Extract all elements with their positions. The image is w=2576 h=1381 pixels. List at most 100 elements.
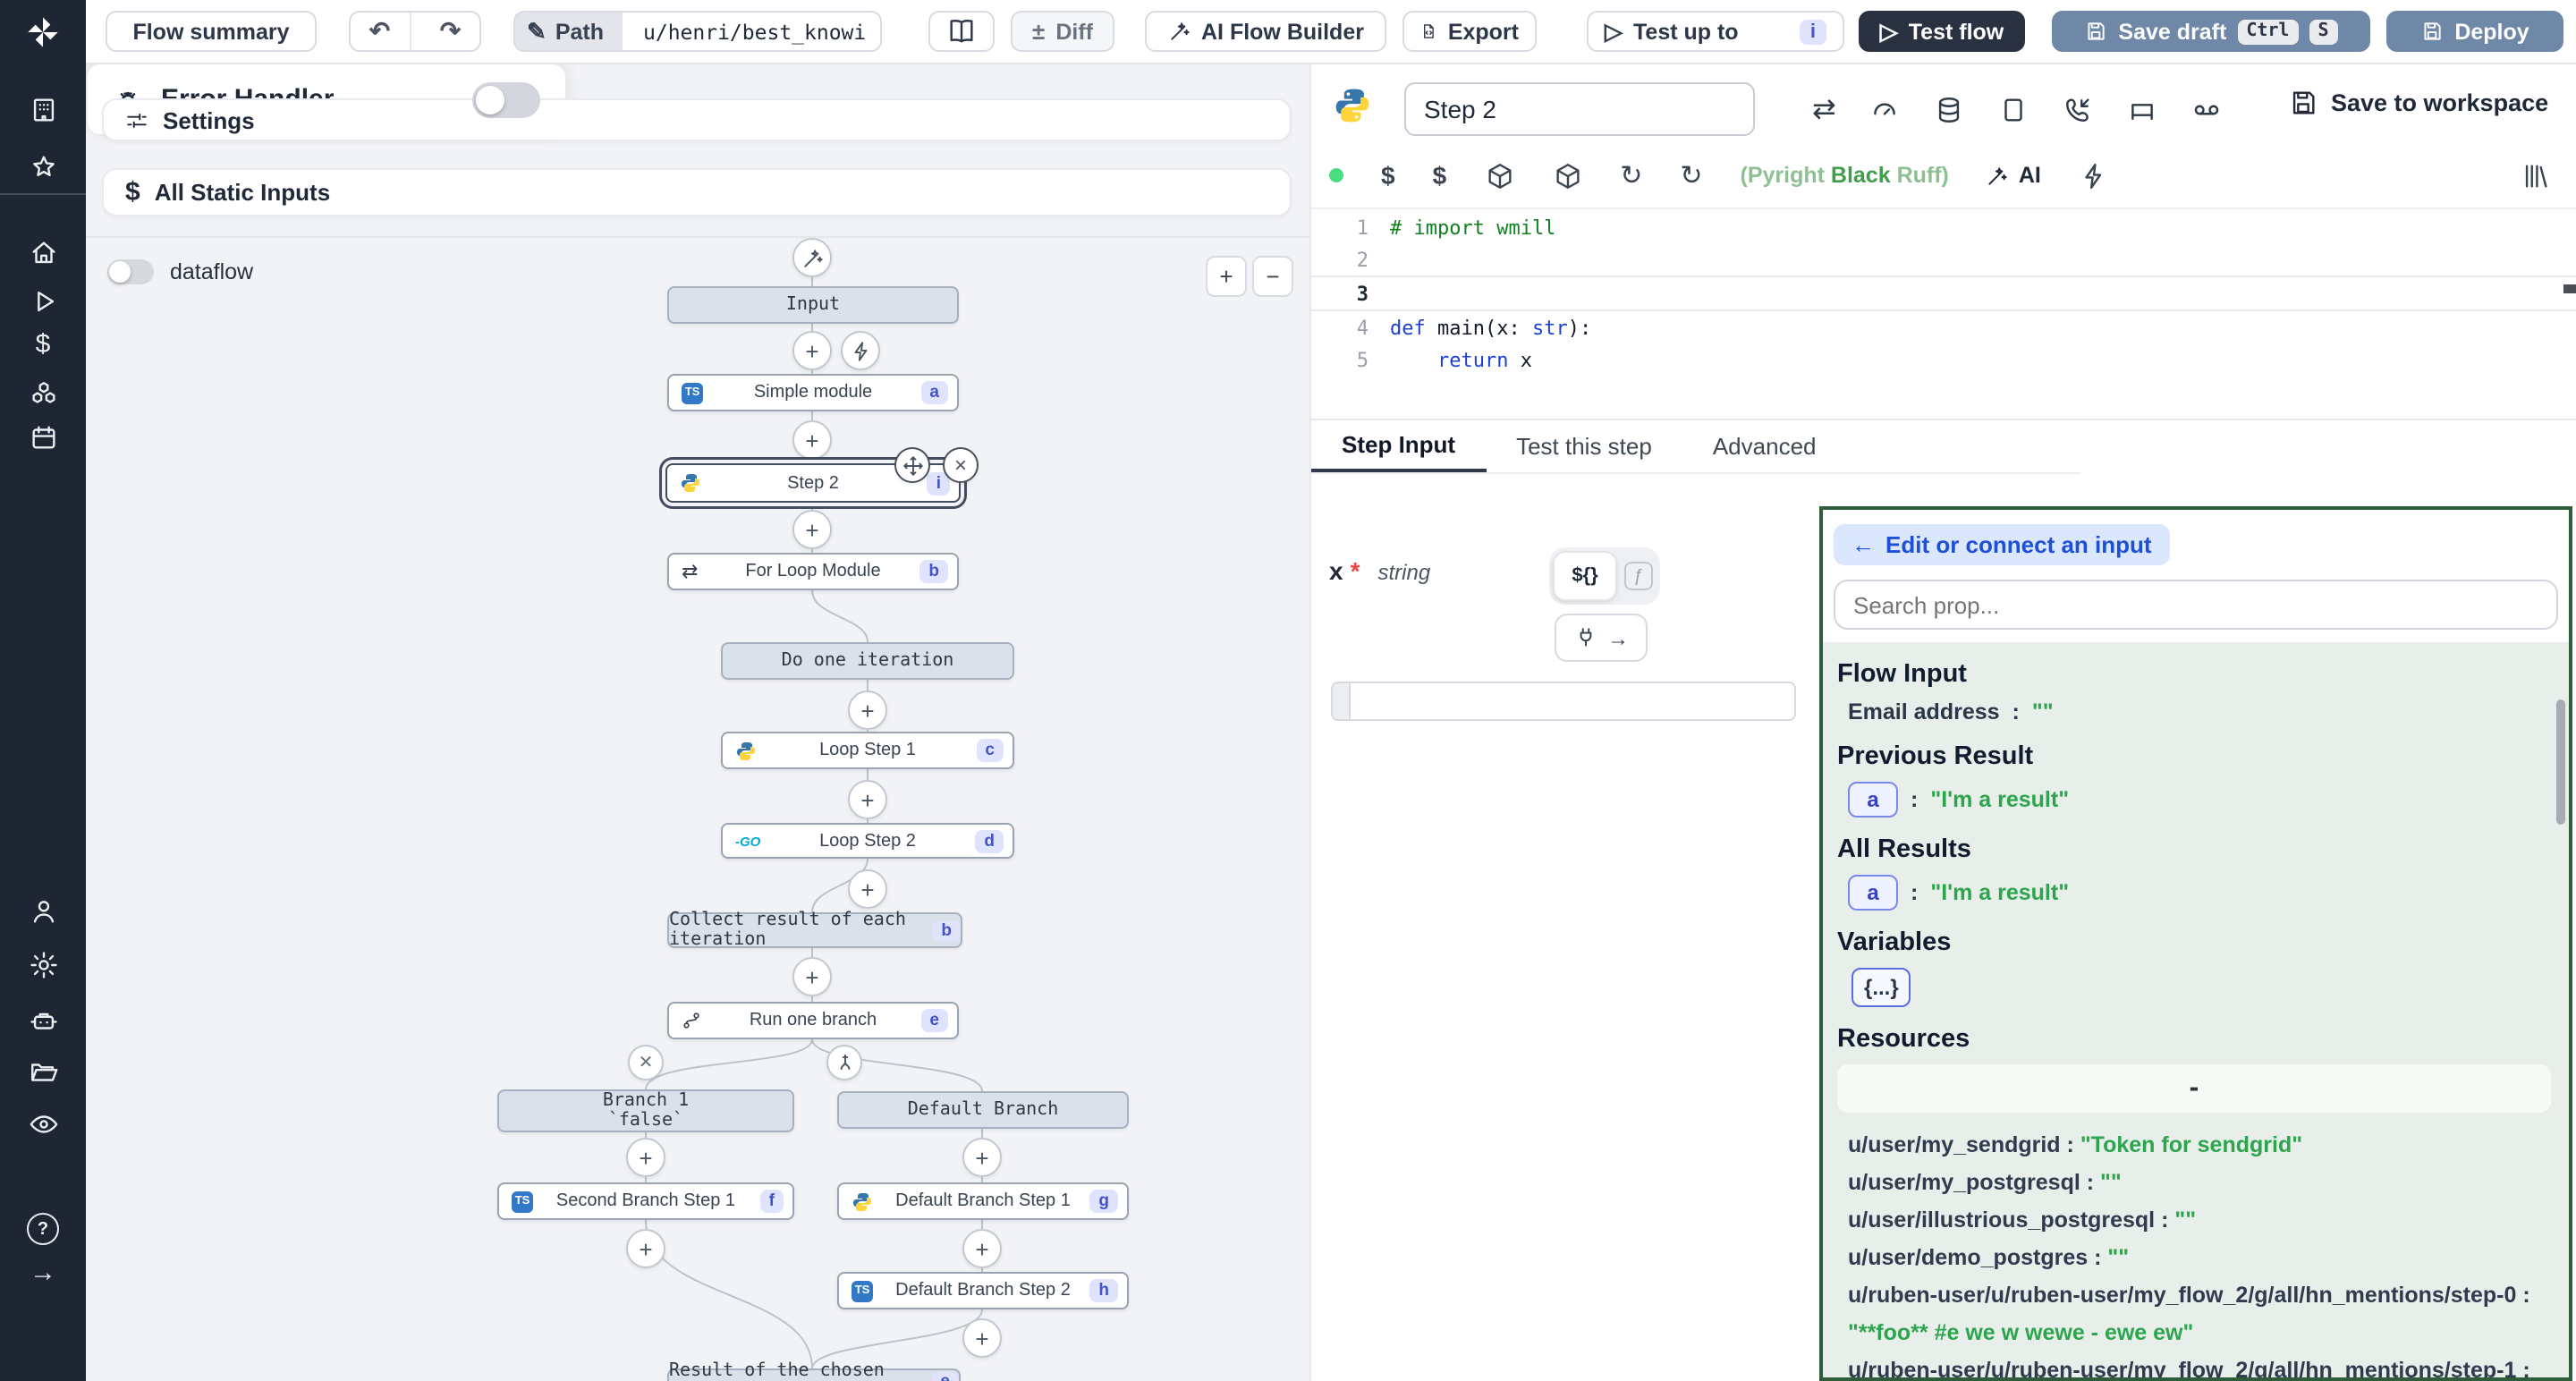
- zoom-out-button[interactable]: −: [1252, 256, 1293, 297]
- insert-step-button[interactable]: +: [962, 1229, 1002, 1268]
- input-drag-handle[interactable]: [1333, 683, 1351, 719]
- insert-step-button[interactable]: +: [962, 1318, 1002, 1358]
- insert-step-button[interactable]: +: [848, 690, 887, 730]
- flow-node-do-one-iteration[interactable]: Do one iteration: [721, 642, 1014, 680]
- insert-step-button[interactable]: +: [626, 1229, 665, 1268]
- insert-step-button[interactable]: +: [962, 1138, 1002, 1177]
- package-icon[interactable]: [1484, 160, 1514, 191]
- flow-node-default-branch[interactable]: Default Branch: [837, 1091, 1129, 1129]
- sidebar-item-variables[interactable]: $: [35, 328, 51, 359]
- undo-button[interactable]: ↶: [351, 13, 411, 50]
- resource-picker-icon[interactable]: $: [1432, 161, 1447, 190]
- prop-picker-scrollbar[interactable]: [2556, 699, 2565, 825]
- resource-row[interactable]: u/ruben-user/u/ruben-user/my_flow_2/g/al…: [1848, 1283, 2530, 1345]
- redo-button[interactable]: ↷: [439, 16, 462, 45]
- deploy-button[interactable]: Deploy: [2386, 11, 2563, 52]
- insert-step-button[interactable]: +: [792, 331, 832, 370]
- save-draft-button[interactable]: Save draft Ctrl S: [2052, 11, 2370, 52]
- sidebar-item-runs[interactable]: [25, 283, 61, 318]
- mobile-icon[interactable]: [1999, 94, 2029, 124]
- code-line[interactable]: 1# import wmill: [1311, 211, 2576, 243]
- step-name-input[interactable]: [1404, 82, 1755, 136]
- sidebar-item-user[interactable]: [25, 893, 61, 928]
- path-input[interactable]: [632, 19, 880, 44]
- variable-picker-icon[interactable]: $: [1381, 161, 1395, 190]
- variables-row[interactable]: {...}: [1848, 968, 2569, 1007]
- resource-row[interactable]: u/user/demo_postgres : "": [1848, 1245, 2130, 1270]
- insert-step-button[interactable]: +: [792, 420, 832, 460]
- zoom-in-button[interactable]: +: [1206, 256, 1247, 297]
- sidebar-item-workers[interactable]: [25, 1002, 61, 1038]
- flow-summary-button[interactable]: Flow summary: [106, 11, 317, 52]
- sidebar-item-help[interactable]: ?: [25, 1211, 61, 1247]
- sidebar-expand-icon[interactable]: →: [30, 1257, 56, 1287]
- flow-input-row[interactable]: Email address:"": [1848, 699, 2054, 724]
- settings-bar[interactable]: Settings: [102, 98, 1292, 141]
- connect-input-button[interactable]: →: [1555, 614, 1648, 662]
- move-step-button[interactable]: [894, 447, 930, 483]
- previous-result-row[interactable]: a:"I'm a result": [1848, 782, 2569, 818]
- sidebar-item-favorites[interactable]: [25, 148, 61, 184]
- insert-step-button[interactable]: +: [626, 1138, 665, 1177]
- code-line[interactable]: 3: [1311, 275, 2576, 311]
- gauge-icon[interactable]: [1870, 94, 1901, 124]
- database-icon[interactable]: [1935, 94, 1965, 124]
- sidebar-item-folders[interactable]: [25, 1054, 61, 1089]
- phone-incoming-icon[interactable]: [2063, 94, 2094, 124]
- dataflow-toggle[interactable]: [107, 259, 154, 284]
- swap-icon[interactable]: ⇄: [1812, 95, 1836, 125]
- error-handler-toggle[interactable]: [472, 81, 540, 117]
- reload-icon[interactable]: ↻: [1620, 161, 1643, 191]
- branch-condition-icon[interactable]: ✕: [628, 1045, 664, 1080]
- test-flow-button[interactable]: ▷Test flow: [1859, 11, 2025, 52]
- save-to-workspace-button[interactable]: Save to workspace: [2288, 88, 2548, 118]
- resource-row[interactable]: u/user/my_sendgrid : "Token for sendgrid…: [1848, 1132, 2303, 1157]
- resources-filter[interactable]: -: [1837, 1064, 2551, 1113]
- insert-step-button[interactable]: +: [792, 510, 832, 549]
- lightning-icon[interactable]: [2079, 160, 2109, 191]
- windmill-logo[interactable]: [0, 0, 86, 63]
- library-icon[interactable]: [2521, 161, 2551, 191]
- insert-step-button[interactable]: +: [848, 780, 887, 819]
- export-button[interactable]: Export: [1402, 11, 1537, 52]
- assistant-status[interactable]: (Pyright Black Ruff): [1740, 163, 1949, 188]
- docs-button[interactable]: [928, 11, 995, 52]
- sidebar-item-settings[interactable]: [25, 946, 61, 982]
- ai-button[interactable]: AI: [1987, 163, 2041, 188]
- ai-step-wand-button[interactable]: [792, 238, 832, 277]
- insert-step-button[interactable]: +: [792, 957, 832, 996]
- diff-button[interactable]: ±Diff: [1011, 11, 1114, 52]
- sidebar-item-home[interactable]: [25, 234, 61, 270]
- function-mode-button[interactable]: ƒ: [1621, 562, 1657, 590]
- trigger-lightning-button[interactable]: [841, 331, 880, 370]
- add-branch-button[interactable]: [826, 1045, 862, 1080]
- code-line[interactable]: 5 return x: [1311, 343, 2576, 376]
- sidebar-item-audit-logs[interactable]: [25, 1106, 61, 1141]
- voicemail-icon[interactable]: [2192, 94, 2223, 124]
- flow-node-branch-1[interactable]: Branch 1`false`: [497, 1089, 794, 1132]
- prop-search-input[interactable]: [1834, 580, 2558, 630]
- edit-or-connect-back-button[interactable]: ← Edit or connect an input: [1834, 524, 2170, 565]
- sidebar-item-resources[interactable]: [25, 376, 61, 411]
- sidebar-item-workspace[interactable]: [25, 91, 61, 127]
- tab-advanced[interactable]: Advanced: [1712, 433, 1817, 460]
- template-mode-button[interactable]: ${}: [1553, 551, 1617, 601]
- code-line[interactable]: 2: [1311, 243, 2576, 275]
- resource-row[interactable]: u/ruben-user/u/ruben-user/my_flow_2/g/al…: [1848, 1358, 2530, 1381]
- argument-value-input[interactable]: [1351, 683, 1794, 719]
- frame-icon[interactable]: [2128, 94, 2158, 124]
- flow-node-input[interactable]: Input: [667, 286, 959, 324]
- reset-icon[interactable]: ↻: [1680, 161, 1703, 191]
- all-results-row[interactable]: a:"I'm a result": [1848, 875, 2569, 911]
